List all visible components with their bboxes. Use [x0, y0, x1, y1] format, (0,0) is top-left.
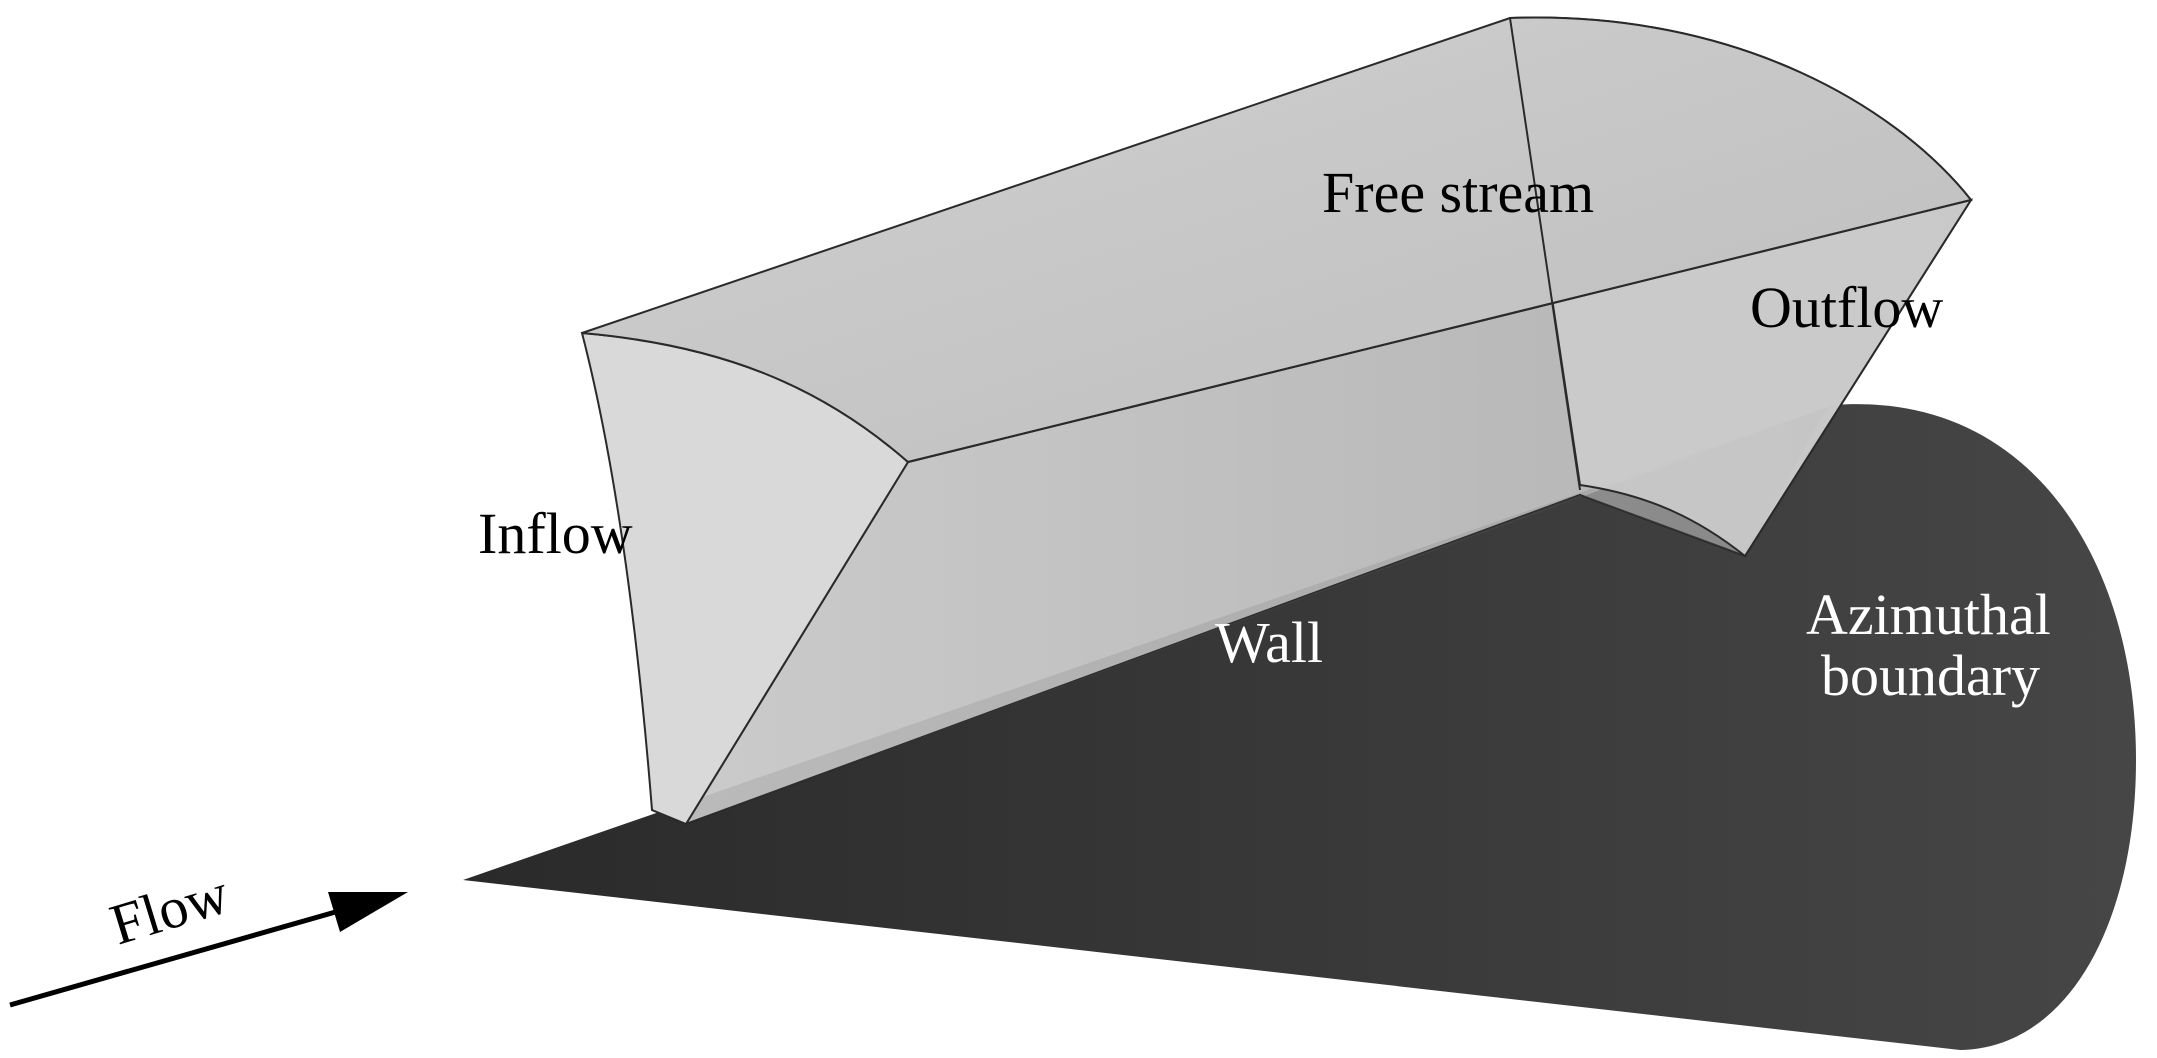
- cone-body: [463, 404, 2136, 1050]
- outflow-label: Outflow: [1750, 275, 1943, 340]
- azimuthal-boundary-label-line2: boundary: [1821, 643, 2040, 708]
- domain-edge-front-top: [907, 199, 1972, 463]
- free-stream-label: Free stream: [1322, 160, 1594, 225]
- wall-surface-shadow: [686, 405, 1833, 824]
- azimuthal-boundary-label-line1: Azimuthal: [1806, 582, 2051, 647]
- free-stream-face: [581, 16, 1973, 464]
- inflow-label: Inflow: [478, 501, 633, 566]
- domain-edge-top-seam: [1509, 17, 1581, 491]
- flow-label: Flow: [103, 860, 236, 957]
- flow-arrow-head: [328, 892, 408, 932]
- wall-label: Wall: [1215, 610, 1323, 675]
- flow-arrow-shaft: [9, 902, 361, 1008]
